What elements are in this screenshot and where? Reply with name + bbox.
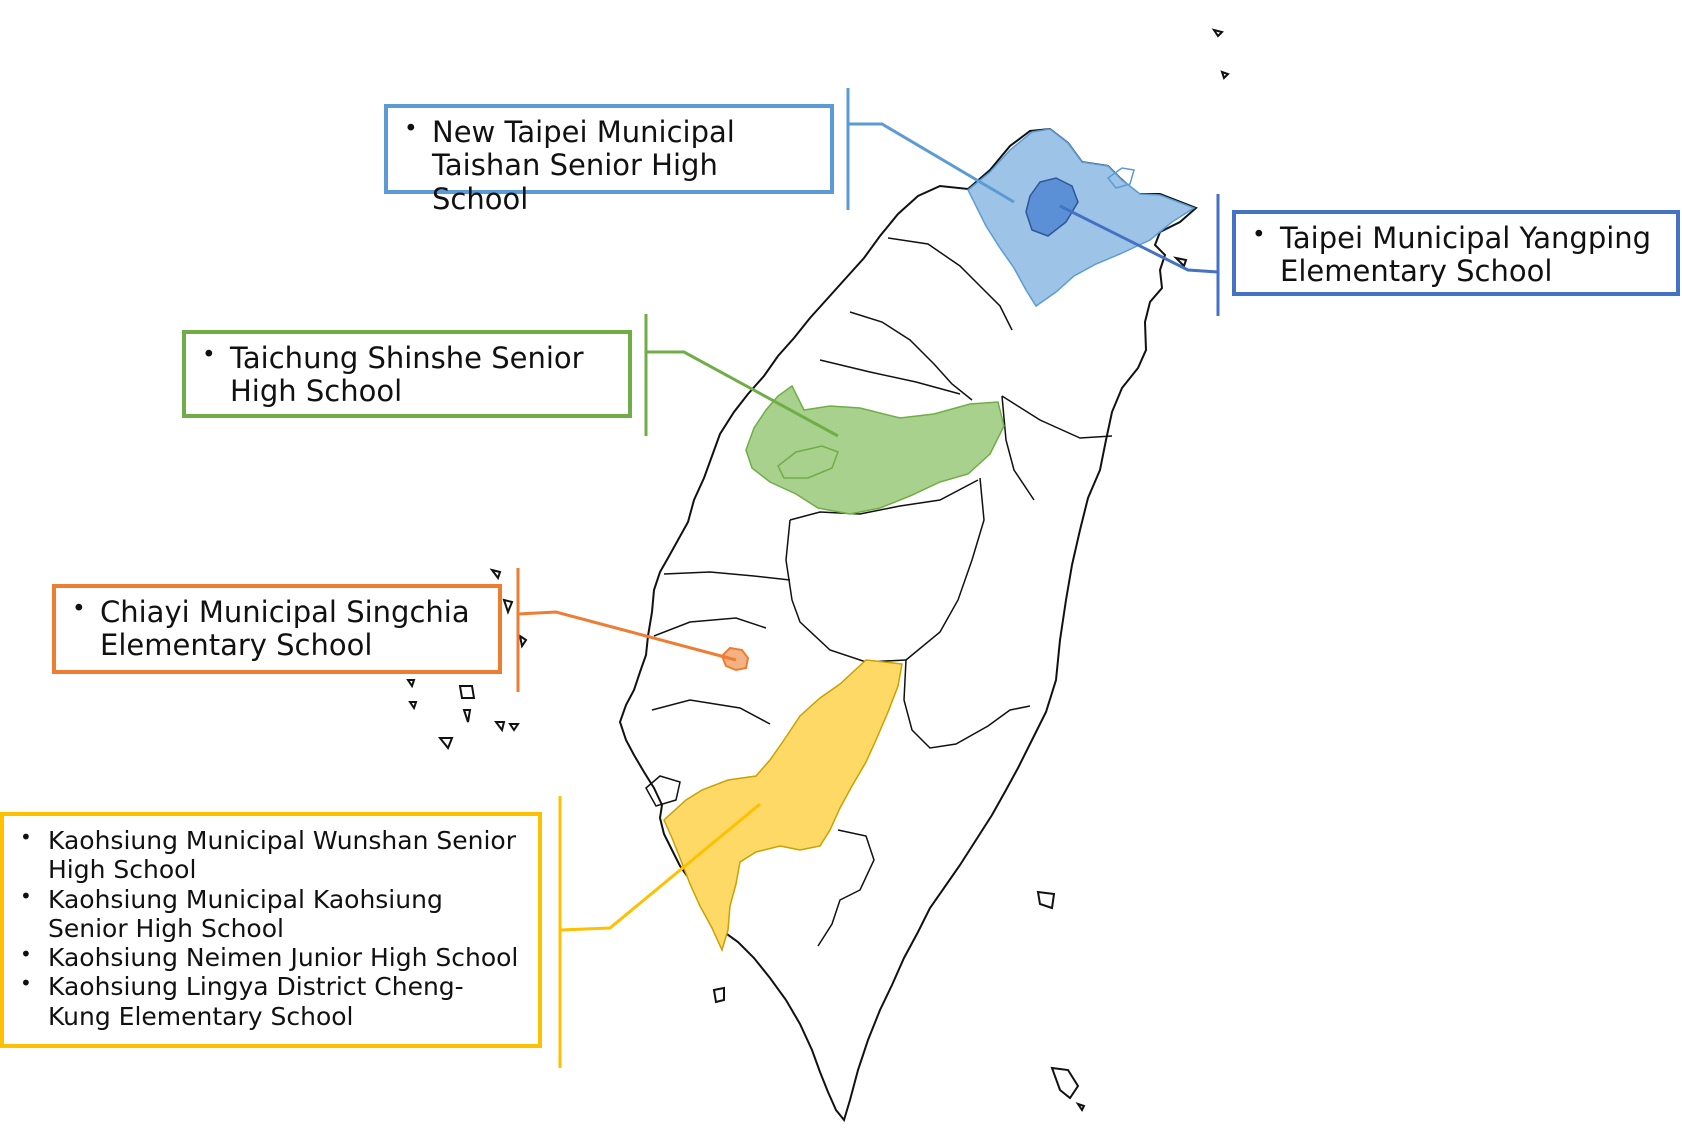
island [458, 685, 476, 699]
island [489, 568, 502, 581]
boundary-line [819, 359, 961, 395]
boundary-line [849, 311, 973, 401]
boundary-line [817, 829, 875, 947]
island [406, 679, 416, 689]
island [408, 701, 418, 711]
island [508, 723, 520, 732]
boundary-line [653, 617, 767, 637]
island [494, 721, 506, 733]
label-taipei: Taipei Municipal Yangping Elementary Sch… [1232, 210, 1680, 296]
island [1211, 28, 1224, 38]
school-item: Kaohsiung Municipal Wunshan Senior High … [20, 826, 524, 885]
kaohsiung-leader [558, 796, 761, 1068]
school-list: Kaohsiung Municipal Wunshan Senior High … [18, 826, 524, 1031]
boundary-line [789, 479, 979, 521]
chiayi-leader [516, 568, 737, 692]
school-list: New Taipei Municipal Taishan Senior High… [402, 115, 816, 216]
kaohsiung-region [663, 659, 903, 953]
school-item: Chiayi Municipal Singchia Elementary Sch… [72, 595, 484, 663]
school-item: Kaohsiung Neimen Junior High School [20, 943, 524, 972]
school-item: Kaohsiung Municipal Kaohsiung Senior Hig… [20, 885, 524, 944]
island [1036, 890, 1056, 910]
school-item: Taichung Shinshe Senior High School [202, 341, 614, 409]
island [1075, 1102, 1086, 1112]
island [1172, 256, 1188, 268]
taichung-leader [644, 314, 839, 438]
boundary-line [1001, 395, 1113, 439]
label-kaohsiung: Kaohsiung Municipal Wunshan Senior High … [0, 812, 542, 1048]
label-new-taipei: New Taipei Municipal Taishan Senior High… [384, 104, 834, 215]
taichung-region [745, 384, 1005, 515]
island [518, 633, 528, 649]
boundary-line [1001, 395, 1035, 501]
school-item: Kaohsiung Lingya District Cheng-Kung Ele… [20, 972, 524, 1031]
taichung-city-outline [777, 445, 839, 479]
new-taipei-leader [846, 88, 1015, 210]
boundary-line [903, 659, 1031, 749]
island [502, 598, 514, 615]
school-item: Taipei Municipal Yangping Elementary Sch… [1252, 221, 1662, 289]
island [462, 709, 472, 723]
school-list: Taichung Shinshe Senior High School [200, 341, 614, 409]
school-item: New Taipei Municipal Taishan Senior High… [404, 115, 816, 216]
boundary-line [663, 571, 791, 581]
boundary-line [905, 477, 985, 661]
label-chiayi: Chiayi Municipal Singchia Elementary Sch… [52, 584, 502, 674]
school-list: Taipei Municipal Yangping Elementary Sch… [1250, 221, 1662, 289]
offshore-islands [406, 28, 1230, 1112]
taipei-leader [1059, 194, 1220, 316]
label-taichung: Taichung Shinshe Senior High School [182, 330, 632, 418]
island [1220, 70, 1230, 80]
island [1050, 1066, 1080, 1100]
leader-lines [516, 88, 1220, 1068]
island [437, 737, 454, 750]
island [712, 986, 725, 1004]
keelung-outline [1106, 167, 1135, 189]
boundary-line [645, 775, 681, 807]
boundary-line [651, 699, 771, 725]
boundary-line [887, 237, 1013, 331]
taiwan-island-outline [618, 127, 1198, 1123]
school-list: Chiayi Municipal Singchia Elementary Sch… [70, 595, 484, 663]
